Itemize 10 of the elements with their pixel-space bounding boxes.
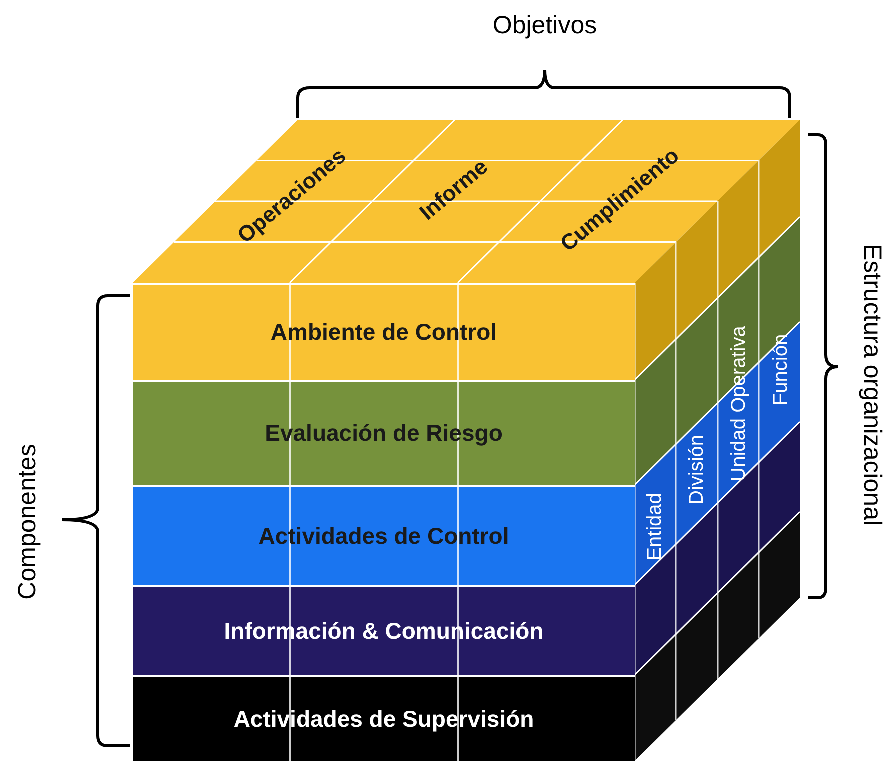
dimension-label: Entidad (645, 493, 665, 561)
layer-band (133, 380, 635, 485)
axis-title: Componentes (16, 444, 40, 600)
dimension-label: Unidad Operativa (729, 326, 749, 482)
layer-band (133, 283, 635, 380)
dimension-label: Función (771, 334, 791, 406)
dimension-label: División (687, 434, 707, 506)
layer-band (133, 485, 635, 585)
axis-title: Estructura organizacional (860, 244, 884, 526)
axis-title: Objetivos (492, 14, 598, 38)
